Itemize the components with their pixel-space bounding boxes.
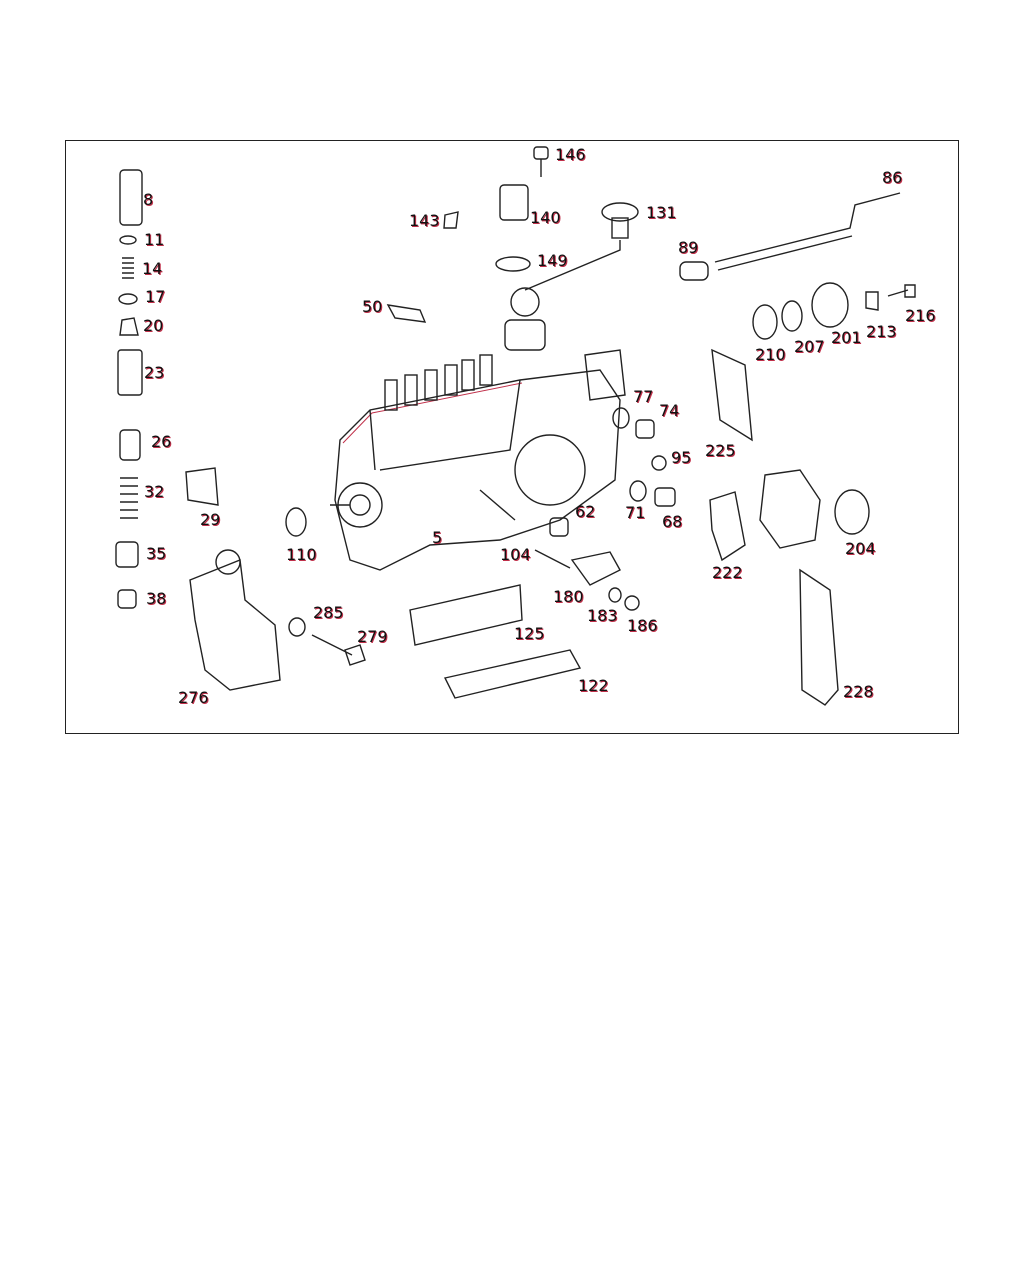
- part-label: 125: [514, 624, 545, 643]
- part-label: 35: [146, 544, 167, 563]
- part-label: 140: [530, 208, 561, 227]
- part-label: 279: [357, 627, 388, 646]
- part-label: 68: [662, 512, 683, 531]
- part-label: 122: [578, 676, 609, 695]
- part-label: 131: [646, 203, 677, 222]
- parts-left-column: [115, 169, 366, 691]
- part-label: 104: [500, 545, 531, 564]
- part-label: 180: [553, 587, 584, 606]
- parts-right: [409, 282, 916, 706]
- part-label: 17: [145, 287, 166, 306]
- diagram-frame: [65, 140, 959, 734]
- part-label: 86: [882, 168, 903, 187]
- part-label: 8: [143, 190, 154, 209]
- parts-top: [386, 146, 901, 323]
- part-label: 38: [146, 589, 167, 608]
- part-label: 210: [755, 345, 786, 364]
- part-label: 26: [151, 432, 172, 451]
- part-label: 143: [409, 211, 440, 230]
- part-label: 89: [678, 238, 699, 257]
- part-label: 50: [362, 297, 383, 316]
- part-label: 285: [313, 603, 344, 622]
- part-label: 183: [587, 606, 618, 625]
- part-label: 11: [144, 230, 165, 249]
- part-label: 29: [200, 510, 221, 529]
- part-label: 95: [671, 448, 692, 467]
- part-label: 20: [143, 316, 164, 335]
- part-label: 14: [142, 259, 163, 278]
- part-label: 186: [627, 616, 658, 635]
- part-label: 71: [625, 503, 646, 522]
- part-label: 216: [905, 306, 936, 325]
- part-label: 5: [432, 528, 443, 547]
- part-label: 225: [705, 441, 736, 460]
- part-label: 110: [286, 545, 317, 564]
- part-label: 204: [845, 539, 876, 558]
- part-label: 74: [659, 401, 680, 420]
- part-label: 201: [831, 328, 862, 347]
- part-label: 276: [178, 688, 209, 707]
- part-label: 149: [537, 251, 568, 270]
- part-label: 32: [144, 482, 165, 501]
- part-label: 146: [555, 145, 586, 164]
- part-label: 23: [144, 363, 165, 382]
- part-label: 62: [575, 502, 596, 521]
- part-label: 228: [843, 682, 874, 701]
- injection-pump-body: [330, 287, 626, 571]
- part-label: 213: [866, 322, 897, 341]
- part-label: 77: [633, 387, 654, 406]
- part-label: 222: [712, 563, 743, 582]
- part-label: 207: [794, 337, 825, 356]
